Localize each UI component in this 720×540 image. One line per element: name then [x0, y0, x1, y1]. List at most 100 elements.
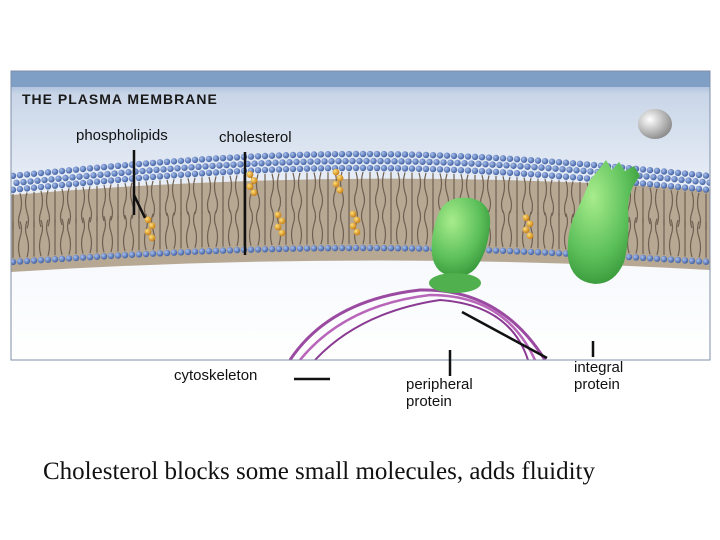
- phospholipid-head: [360, 165, 366, 171]
- phospholipid-head: [122, 176, 128, 182]
- cholesterol-molecule: [149, 234, 156, 241]
- phospholipid-head: [80, 180, 86, 186]
- phospholipid-head: [101, 253, 107, 259]
- phospholipid-head: [479, 154, 485, 160]
- phospholipid-head: [465, 153, 471, 159]
- phospholipid-head: [143, 174, 149, 180]
- phospholipid-head: [227, 247, 233, 253]
- phospholipid-head: [213, 169, 219, 175]
- phospholipid-head: [283, 152, 289, 158]
- phospholipid-head: [587, 168, 593, 174]
- phospholipid-head: [48, 176, 54, 182]
- phospholipid-head: [293, 159, 299, 165]
- phospholipid-head: [262, 153, 268, 159]
- phospholipid-head: [206, 156, 212, 162]
- phospholipid-head: [213, 155, 219, 161]
- phospholipid-head: [346, 165, 352, 171]
- phospholipid-head: [696, 186, 702, 192]
- phospholipid-head: [171, 172, 177, 178]
- phospholipid-head: [297, 245, 303, 251]
- phospholipid-head: [654, 255, 660, 261]
- phospholipid-head: [580, 168, 586, 174]
- phospholipid-head: [486, 247, 492, 253]
- phospholipid-head: [160, 166, 166, 172]
- phospholipid-head: [108, 253, 114, 259]
- phospholipid-head: [388, 165, 394, 171]
- phospholipid-head: [570, 160, 576, 166]
- phospholipid-head: [139, 168, 145, 174]
- phospholipid-head: [199, 156, 205, 162]
- phospholipid-head: [664, 175, 670, 181]
- phospholipid-head: [255, 246, 261, 252]
- phospholipid-head: [80, 166, 86, 172]
- phospholipid-head: [59, 182, 65, 188]
- phospholipid-head: [503, 162, 509, 168]
- phospholipid-head: [482, 161, 488, 167]
- cholesterol-molecule: [247, 183, 254, 190]
- phospholipid-head: [24, 258, 30, 264]
- phospholipid-head: [437, 152, 443, 158]
- phospholipid-head: [668, 183, 674, 189]
- phospholipid-head: [227, 168, 233, 174]
- phospholipid-head: [311, 165, 317, 171]
- phospholipid-head: [549, 158, 555, 164]
- phospholipid-head: [444, 166, 450, 172]
- phospholipid-head: [486, 154, 492, 160]
- phospholipid-head: [20, 179, 26, 185]
- phospholipid-head: [314, 158, 320, 164]
- phospholipid-head: [55, 175, 61, 181]
- phospholipid-head: [283, 166, 289, 172]
- phospholipid-head: [384, 158, 390, 164]
- phospholipid-head: [531, 164, 537, 170]
- phospholipid-head: [230, 161, 236, 167]
- phospholipid-head: [671, 176, 677, 182]
- phospholipid-head: [178, 158, 184, 164]
- phospholipid-head: [45, 256, 51, 262]
- phospholipid-head: [374, 165, 380, 171]
- phospholipid-head: [549, 250, 555, 256]
- phospholipid-head: [412, 158, 418, 164]
- phospholipid-head: [346, 151, 352, 157]
- phospholipid-head: [52, 168, 58, 174]
- phospholipid-head: [73, 180, 79, 186]
- phospholipid-head: [381, 245, 387, 251]
- phospholipid-head: [440, 159, 446, 165]
- phospholipid-head: [507, 170, 513, 176]
- slide-caption: Cholesterol blocks some small molecules,…: [43, 458, 595, 486]
- phospholipid-head: [192, 157, 198, 163]
- phospholipid-head: [332, 151, 338, 157]
- phospholipid-head: [269, 153, 275, 159]
- phospholipid-head: [647, 181, 653, 187]
- phospholipid-head: [657, 175, 663, 181]
- phospholipid-head: [640, 180, 646, 186]
- phospholipid-head: [356, 158, 362, 164]
- phospholipid-head: [118, 170, 124, 176]
- phospholipid-head: [45, 169, 51, 175]
- phospholipid-head: [682, 170, 688, 176]
- phospholipid-head: [136, 161, 142, 167]
- phospholipid-head: [654, 182, 660, 188]
- phospholipid-head: [535, 157, 541, 163]
- phospholipid-head: [423, 245, 429, 251]
- phospholipid-head: [370, 158, 376, 164]
- phospholipid-head: [675, 257, 681, 263]
- phospholipid-head: [342, 158, 348, 164]
- phospholipid-head: [321, 158, 327, 164]
- phospholipid-head: [367, 151, 373, 157]
- phospholipid-head: [535, 249, 541, 255]
- phospholipid-head: [489, 161, 495, 167]
- cholesterol-molecule: [279, 218, 286, 225]
- phospholipid-head: [654, 168, 660, 174]
- phospholipid-head: [41, 177, 47, 183]
- phospholipid-head: [682, 257, 688, 263]
- phospholipid-head: [157, 250, 163, 256]
- phospholipid-head: [167, 166, 173, 172]
- phospholipid-head: [325, 151, 331, 157]
- phospholipid-head: [559, 166, 565, 172]
- phospholipid-head: [493, 247, 499, 253]
- phospholipid-head: [66, 181, 72, 187]
- cholesterol-molecule: [333, 169, 340, 176]
- phospholipid-head: [556, 173, 562, 179]
- phospholipid-head: [223, 162, 229, 168]
- phospholipid-head: [395, 165, 401, 171]
